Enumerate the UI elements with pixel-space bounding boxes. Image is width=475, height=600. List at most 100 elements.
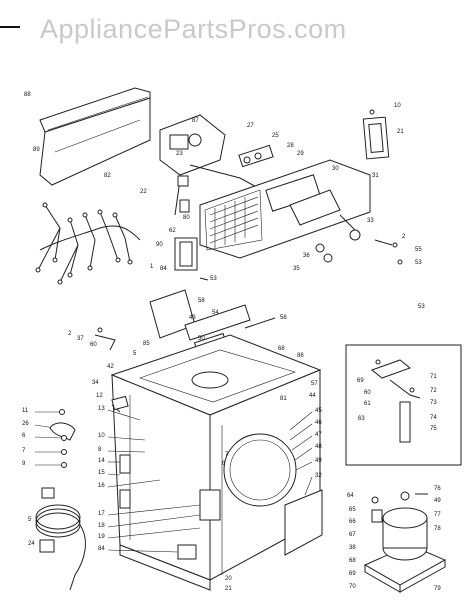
callout-label-2: 2 xyxy=(68,331,72,337)
callout-label-62: 62 xyxy=(169,228,176,234)
callout-label-50: 50 xyxy=(198,336,205,342)
handle-part xyxy=(174,237,209,281)
timer-bracket-assembly xyxy=(159,114,281,216)
callout-label-14: 14 xyxy=(98,458,105,464)
callout-label-58: 58 xyxy=(198,298,205,304)
top-cover-panel xyxy=(39,87,151,186)
callout-label-10: 10 xyxy=(394,103,401,109)
callout-label-12: 12 xyxy=(96,393,103,399)
callout-label-61: 61 xyxy=(364,401,371,407)
callout-label-86: 86 xyxy=(297,353,304,359)
callout-label-69: 69 xyxy=(357,378,364,384)
callout-label-22: 22 xyxy=(140,189,147,195)
callout-label-38: 38 xyxy=(349,545,356,551)
callout-label-66: 66 xyxy=(349,519,356,525)
callout-label-82: 82 xyxy=(104,173,111,179)
callout-label-90: 90 xyxy=(156,242,163,248)
callout-label-10: 10 xyxy=(98,433,105,439)
callout-label-88: 88 xyxy=(24,92,31,98)
leader-lines xyxy=(34,409,313,553)
callout-label-53: 53 xyxy=(418,304,425,310)
callout-label-87: 87 xyxy=(192,118,199,124)
callout-label-31: 31 xyxy=(372,173,379,179)
callout-label-7: 7 xyxy=(225,452,229,458)
callout-label-21: 21 xyxy=(225,586,232,592)
callout-label-8: 8 xyxy=(222,461,226,467)
callout-label-6: 6 xyxy=(22,433,26,439)
callout-label-79: 79 xyxy=(434,586,441,592)
callout-label-78: 78 xyxy=(434,526,441,532)
callout-label-77: 77 xyxy=(434,512,441,518)
callout-label-36: 36 xyxy=(303,253,310,259)
callout-label-23: 23 xyxy=(176,151,183,157)
callout-label-46: 46 xyxy=(315,420,322,426)
callout-label-60: 60 xyxy=(364,390,371,396)
callout-label-45: 45 xyxy=(315,408,322,414)
callout-label-75: 75 xyxy=(430,426,437,432)
callout-label-54: 54 xyxy=(212,310,219,316)
callout-label-30: 30 xyxy=(332,166,339,172)
callout-label-8: 8 xyxy=(98,447,102,453)
callout-label-85: 85 xyxy=(143,341,150,347)
callout-label-32: 32 xyxy=(315,473,322,479)
callout-label-63: 63 xyxy=(358,416,365,422)
callout-label-29: 29 xyxy=(297,151,304,157)
main-cabinet xyxy=(110,334,323,591)
callout-label-35: 35 xyxy=(293,266,300,272)
callout-label-68: 68 xyxy=(349,558,356,564)
callout-label-73: 73 xyxy=(430,400,437,406)
callout-label-9: 9 xyxy=(22,461,26,467)
callout-label-89: 89 xyxy=(33,147,40,153)
door-switch-part xyxy=(362,109,390,160)
knob-assembly xyxy=(289,189,403,265)
wire-harness xyxy=(35,202,141,285)
callout-label-11: 11 xyxy=(22,408,29,414)
callout-label-53: 53 xyxy=(210,276,217,282)
control-console xyxy=(199,144,371,259)
callout-label-37: 37 xyxy=(77,336,84,342)
callout-label-67: 67 xyxy=(349,532,356,538)
power-cord xyxy=(35,487,86,591)
callout-label-81: 81 xyxy=(280,396,287,402)
corner-mark xyxy=(0,26,20,28)
callout-label-48: 48 xyxy=(315,444,322,450)
callout-label-25: 25 xyxy=(272,133,279,139)
callout-label-18: 18 xyxy=(98,523,105,529)
callout-label-24: 24 xyxy=(28,541,35,547)
callout-label-76: 76 xyxy=(434,486,441,492)
callout-label-49: 49 xyxy=(434,498,441,504)
callout-label-28: 28 xyxy=(287,143,294,149)
callout-label-70: 70 xyxy=(349,584,356,590)
callout-label-71: 71 xyxy=(430,374,437,380)
callout-label-44: 44 xyxy=(309,393,316,399)
callout-label-26: 26 xyxy=(22,421,29,427)
callout-label-7: 7 xyxy=(22,448,26,454)
watermark: AppliancePartsPros.com xyxy=(40,14,347,44)
callout-label-42: 42 xyxy=(107,364,114,370)
detail-inset-upper xyxy=(345,344,462,466)
hinge-small-parts xyxy=(49,409,76,468)
callout-label-72: 72 xyxy=(430,388,437,394)
callout-label-21: 21 xyxy=(397,129,404,135)
callout-label-55: 55 xyxy=(415,247,422,253)
callout-label-74: 74 xyxy=(430,415,437,421)
callout-label-15: 15 xyxy=(98,470,105,476)
callout-label-17: 17 xyxy=(98,511,105,517)
callout-label-49: 49 xyxy=(315,458,322,464)
callout-label-64: 64 xyxy=(347,493,354,499)
callout-label-65: 65 xyxy=(349,507,356,513)
callout-label-27: 27 xyxy=(247,123,254,129)
mounting-bracket xyxy=(94,289,276,352)
callout-label-47: 47 xyxy=(315,432,322,438)
callout-label-43: 43 xyxy=(189,315,196,321)
callout-label-80: 80 xyxy=(183,215,190,221)
callout-label-5: 5 xyxy=(28,517,32,523)
callout-label-58: 58 xyxy=(280,315,287,321)
callout-label-69: 69 xyxy=(349,571,356,577)
callout-label-16: 16 xyxy=(98,483,105,489)
callout-label-20: 20 xyxy=(225,576,232,582)
motor-assembly xyxy=(363,491,447,593)
callout-label-84: 84 xyxy=(160,266,167,272)
